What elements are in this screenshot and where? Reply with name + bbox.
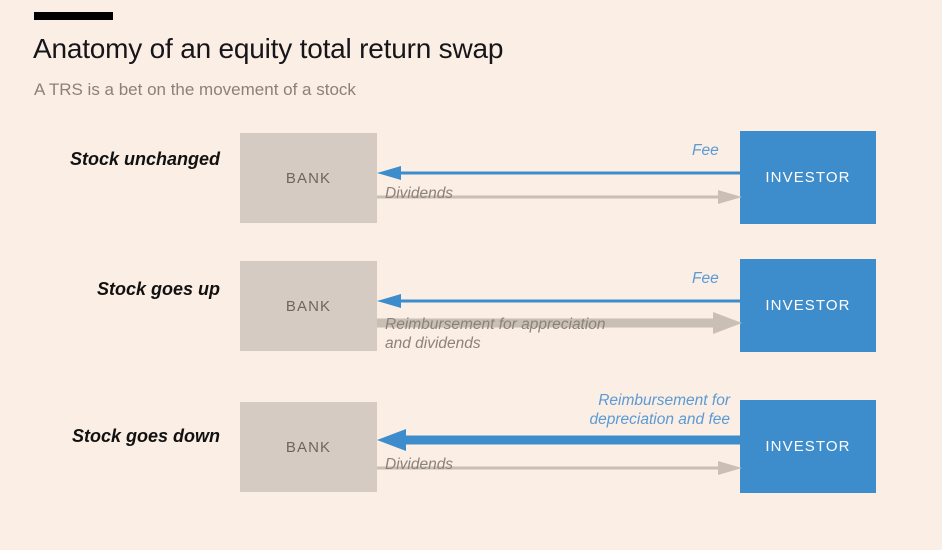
dividends-flow-label: Dividends: [385, 456, 454, 473]
fee-flow-label: Fee: [692, 270, 719, 287]
scenario-label: Stock goes up: [96, 279, 220, 299]
fee-arrow-leftward-icon: [377, 166, 742, 180]
scenario-row-stock-goes-down: Stock goes down BANK INVESTOR Reimbursem…: [0, 392, 942, 514]
investor-box-label: INVESTOR: [765, 438, 851, 455]
bank-box-label: BANK: [285, 297, 332, 315]
bank-box-label: BANK: [285, 438, 332, 456]
reimbursement-flow-label: Reimbursement for appreciation and divid…: [385, 316, 606, 352]
page-subtitle: A TRS is a bet on the movement of a stoc…: [34, 80, 356, 99]
page-title: Anatomy of an equity total return swap: [33, 33, 504, 64]
top-rule: [34, 12, 113, 20]
scenario-label: Stock goes down: [71, 426, 220, 446]
bank-box: BANK: [240, 133, 377, 223]
bank-box-label: BANK: [285, 169, 332, 187]
bank-box: BANK: [240, 402, 377, 492]
reimbursement-arrow-rightward-icon: [377, 312, 742, 334]
bank-box: BANK: [240, 261, 377, 351]
dividends-arrow-rightward-icon: [377, 190, 742, 204]
scenario-label: Stock unchanged: [69, 149, 220, 169]
investor-box-label: INVESTOR: [765, 297, 851, 314]
reimbursement-flow-label: Reimbursement for depreciation and fee: [589, 392, 730, 428]
investor-box: INVESTOR: [740, 259, 876, 352]
scenario-row-stock-goes-up: Stock goes up BANK INVESTOR Fee Reimburs…: [0, 253, 942, 373]
fee-arrow-leftward-icon: [377, 294, 742, 308]
investor-box-label: INVESTOR: [765, 169, 851, 186]
dividends-flow-label: Dividends: [385, 185, 454, 202]
investor-box: INVESTOR: [740, 131, 876, 224]
scenario-row-stock-unchanged: Stock unchanged BANK INVESTOR Fee Divide…: [0, 125, 942, 235]
dividends-arrow-rightward-icon: [377, 461, 742, 475]
fee-flow-label: Fee: [692, 142, 719, 159]
investor-box: INVESTOR: [740, 400, 876, 493]
reimbursement-arrow-leftward-icon: [377, 429, 742, 451]
